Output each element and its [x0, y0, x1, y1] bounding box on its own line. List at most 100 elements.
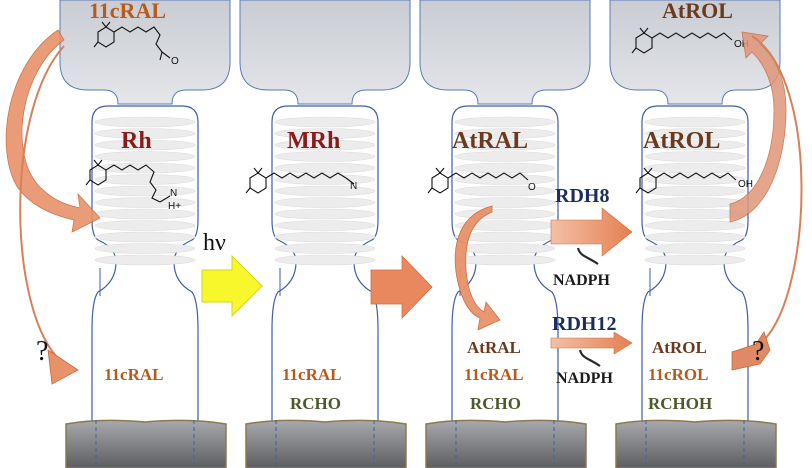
- disc-membrane: [644, 254, 746, 266]
- cofactor-hook-rdh12: [578, 349, 601, 367]
- disc-membrane: [644, 139, 746, 151]
- disc-membrane: [274, 254, 376, 266]
- title-left-11cRAL: 11cRAL: [89, 0, 166, 23]
- arrow-atrol-to-top: [729, 31, 787, 223]
- disc-membrane: [454, 185, 556, 197]
- disc-membrane: [644, 128, 746, 139]
- cofactor-hook-rdh8: [576, 247, 599, 265]
- cofactor-rdh12-nadph: NADPH: [556, 370, 613, 387]
- disc-membrane: [94, 231, 196, 243]
- disc-membrane: [94, 220, 196, 231]
- disc-membrane: [94, 197, 196, 208]
- p2-bottom-11cral: 11cRAL: [282, 365, 342, 384]
- disc-membrane: [644, 231, 746, 243]
- arrow-atral-release: [454, 205, 501, 331]
- light-arrow: [201, 254, 263, 318]
- disc-membrane: [454, 139, 556, 151]
- molecule-rh-h: H+: [168, 201, 181, 212]
- arrow-11cral-to-rh: [5, 29, 101, 233]
- rpe-block: [59, 0, 231, 105]
- cofactor-rdh8-nadph: NADPH: [553, 272, 610, 289]
- enzyme-rdh8-label: RDH8: [555, 185, 609, 207]
- disc-membrane: [94, 174, 196, 185]
- arrow-11cral-to-bottom: [19, 45, 65, 357]
- question-mark-left: ?: [36, 336, 48, 367]
- molecule-rh-n: N: [170, 188, 177, 199]
- cell-base: [245, 419, 407, 468]
- cell-base: [425, 419, 587, 468]
- molecule-atral: [427, 167, 529, 194]
- disc-membrane: [454, 174, 556, 185]
- molecule-atrol-panel: [635, 167, 737, 194]
- arrow-right-thin-curve: [751, 35, 803, 341]
- molecule-rh-chromophore: [85, 159, 171, 203]
- molecule-atral-o: O: [528, 182, 536, 193]
- disc-membrane: [274, 243, 376, 254]
- p3-bottom-atral: AtRAL: [467, 338, 521, 357]
- enzyme-rdh12-label: RDH12: [552, 313, 616, 335]
- light-label-hnu: hν: [203, 230, 226, 256]
- molecule-atrol-top: [631, 27, 733, 54]
- molecule-atrol-top-oh: OH: [734, 39, 749, 50]
- p4-bottom-rchoh: RCHOH: [648, 394, 712, 413]
- disc-membrane: [274, 220, 376, 231]
- arrow-mrh-to-atral: [370, 255, 433, 319]
- molecule-11cral-o: O: [171, 56, 179, 67]
- disc-membrane: [274, 139, 376, 151]
- p3-bottom-11cral: 11cRAL: [464, 365, 524, 384]
- p3-bottom-rcho: RCHO: [470, 394, 521, 413]
- disc-membrane: [274, 174, 376, 185]
- rpe-block: [239, 0, 411, 105]
- cell-panel-rh: [59, 0, 231, 468]
- disc-membrane: [274, 151, 376, 162]
- p2-bottom-rcho: RCHO: [290, 394, 341, 413]
- disc-membrane: [274, 128, 376, 139]
- disc-membrane: [94, 243, 196, 254]
- molecule-mrh-n: N: [350, 181, 357, 192]
- disc-membrane: [94, 139, 196, 151]
- p4-bottom-atrol: AtROL: [652, 338, 707, 357]
- arrow-rdh8: [550, 207, 633, 257]
- disc-membrane: [274, 231, 376, 243]
- question-mark-right: ?: [752, 336, 764, 367]
- disc-membrane: [644, 151, 746, 162]
- disc-membrane: [94, 162, 196, 174]
- disc-membrane: [644, 185, 746, 197]
- molecule-mrh-chromophore: [245, 167, 355, 194]
- molecule-11cral-top: [93, 21, 171, 61]
- disc-membrane: [274, 162, 376, 174]
- disc-membrane: [454, 162, 556, 174]
- pigment-label-atrol: AtROL: [643, 128, 720, 154]
- disc-membrane: [454, 254, 556, 266]
- disc-membrane: [274, 197, 376, 208]
- title-right-AtROL: AtROL: [662, 0, 733, 23]
- disc-membrane: [454, 151, 556, 162]
- disc-membrane: [454, 116, 556, 128]
- p1-bottom-11cral: 11cRAL: [104, 365, 164, 384]
- cell-panel-atrol: [609, 0, 781, 468]
- rpe-block: [609, 0, 781, 105]
- disc-membrane: [94, 128, 196, 139]
- disc-membrane: [644, 162, 746, 174]
- disc-membrane: [454, 243, 556, 254]
- disc-membrane: [454, 128, 556, 139]
- cell-base: [65, 419, 227, 468]
- disc-membrane: [644, 243, 746, 254]
- cell-panel-atral: [419, 0, 591, 468]
- arrow-bottom-left-head: [47, 349, 79, 385]
- disc-membrane: [94, 185, 196, 197]
- disc-membrane: [644, 220, 746, 231]
- disc-membrane: [454, 197, 556, 208]
- pigment-label-mrh: MRh: [287, 128, 340, 154]
- arrow-bottom-right: [731, 331, 771, 371]
- cell-panel-mrh: [239, 0, 411, 468]
- pigment-label-rh: Rh: [121, 128, 152, 154]
- disc-membrane: [94, 151, 196, 162]
- disc-membrane: [94, 254, 196, 266]
- disc-membrane: [94, 116, 196, 128]
- cell-base: [615, 419, 777, 468]
- disc-membrane: [274, 185, 376, 197]
- molecule-atrol-panel-oh: OH: [738, 179, 753, 190]
- rpe-block: [419, 0, 591, 105]
